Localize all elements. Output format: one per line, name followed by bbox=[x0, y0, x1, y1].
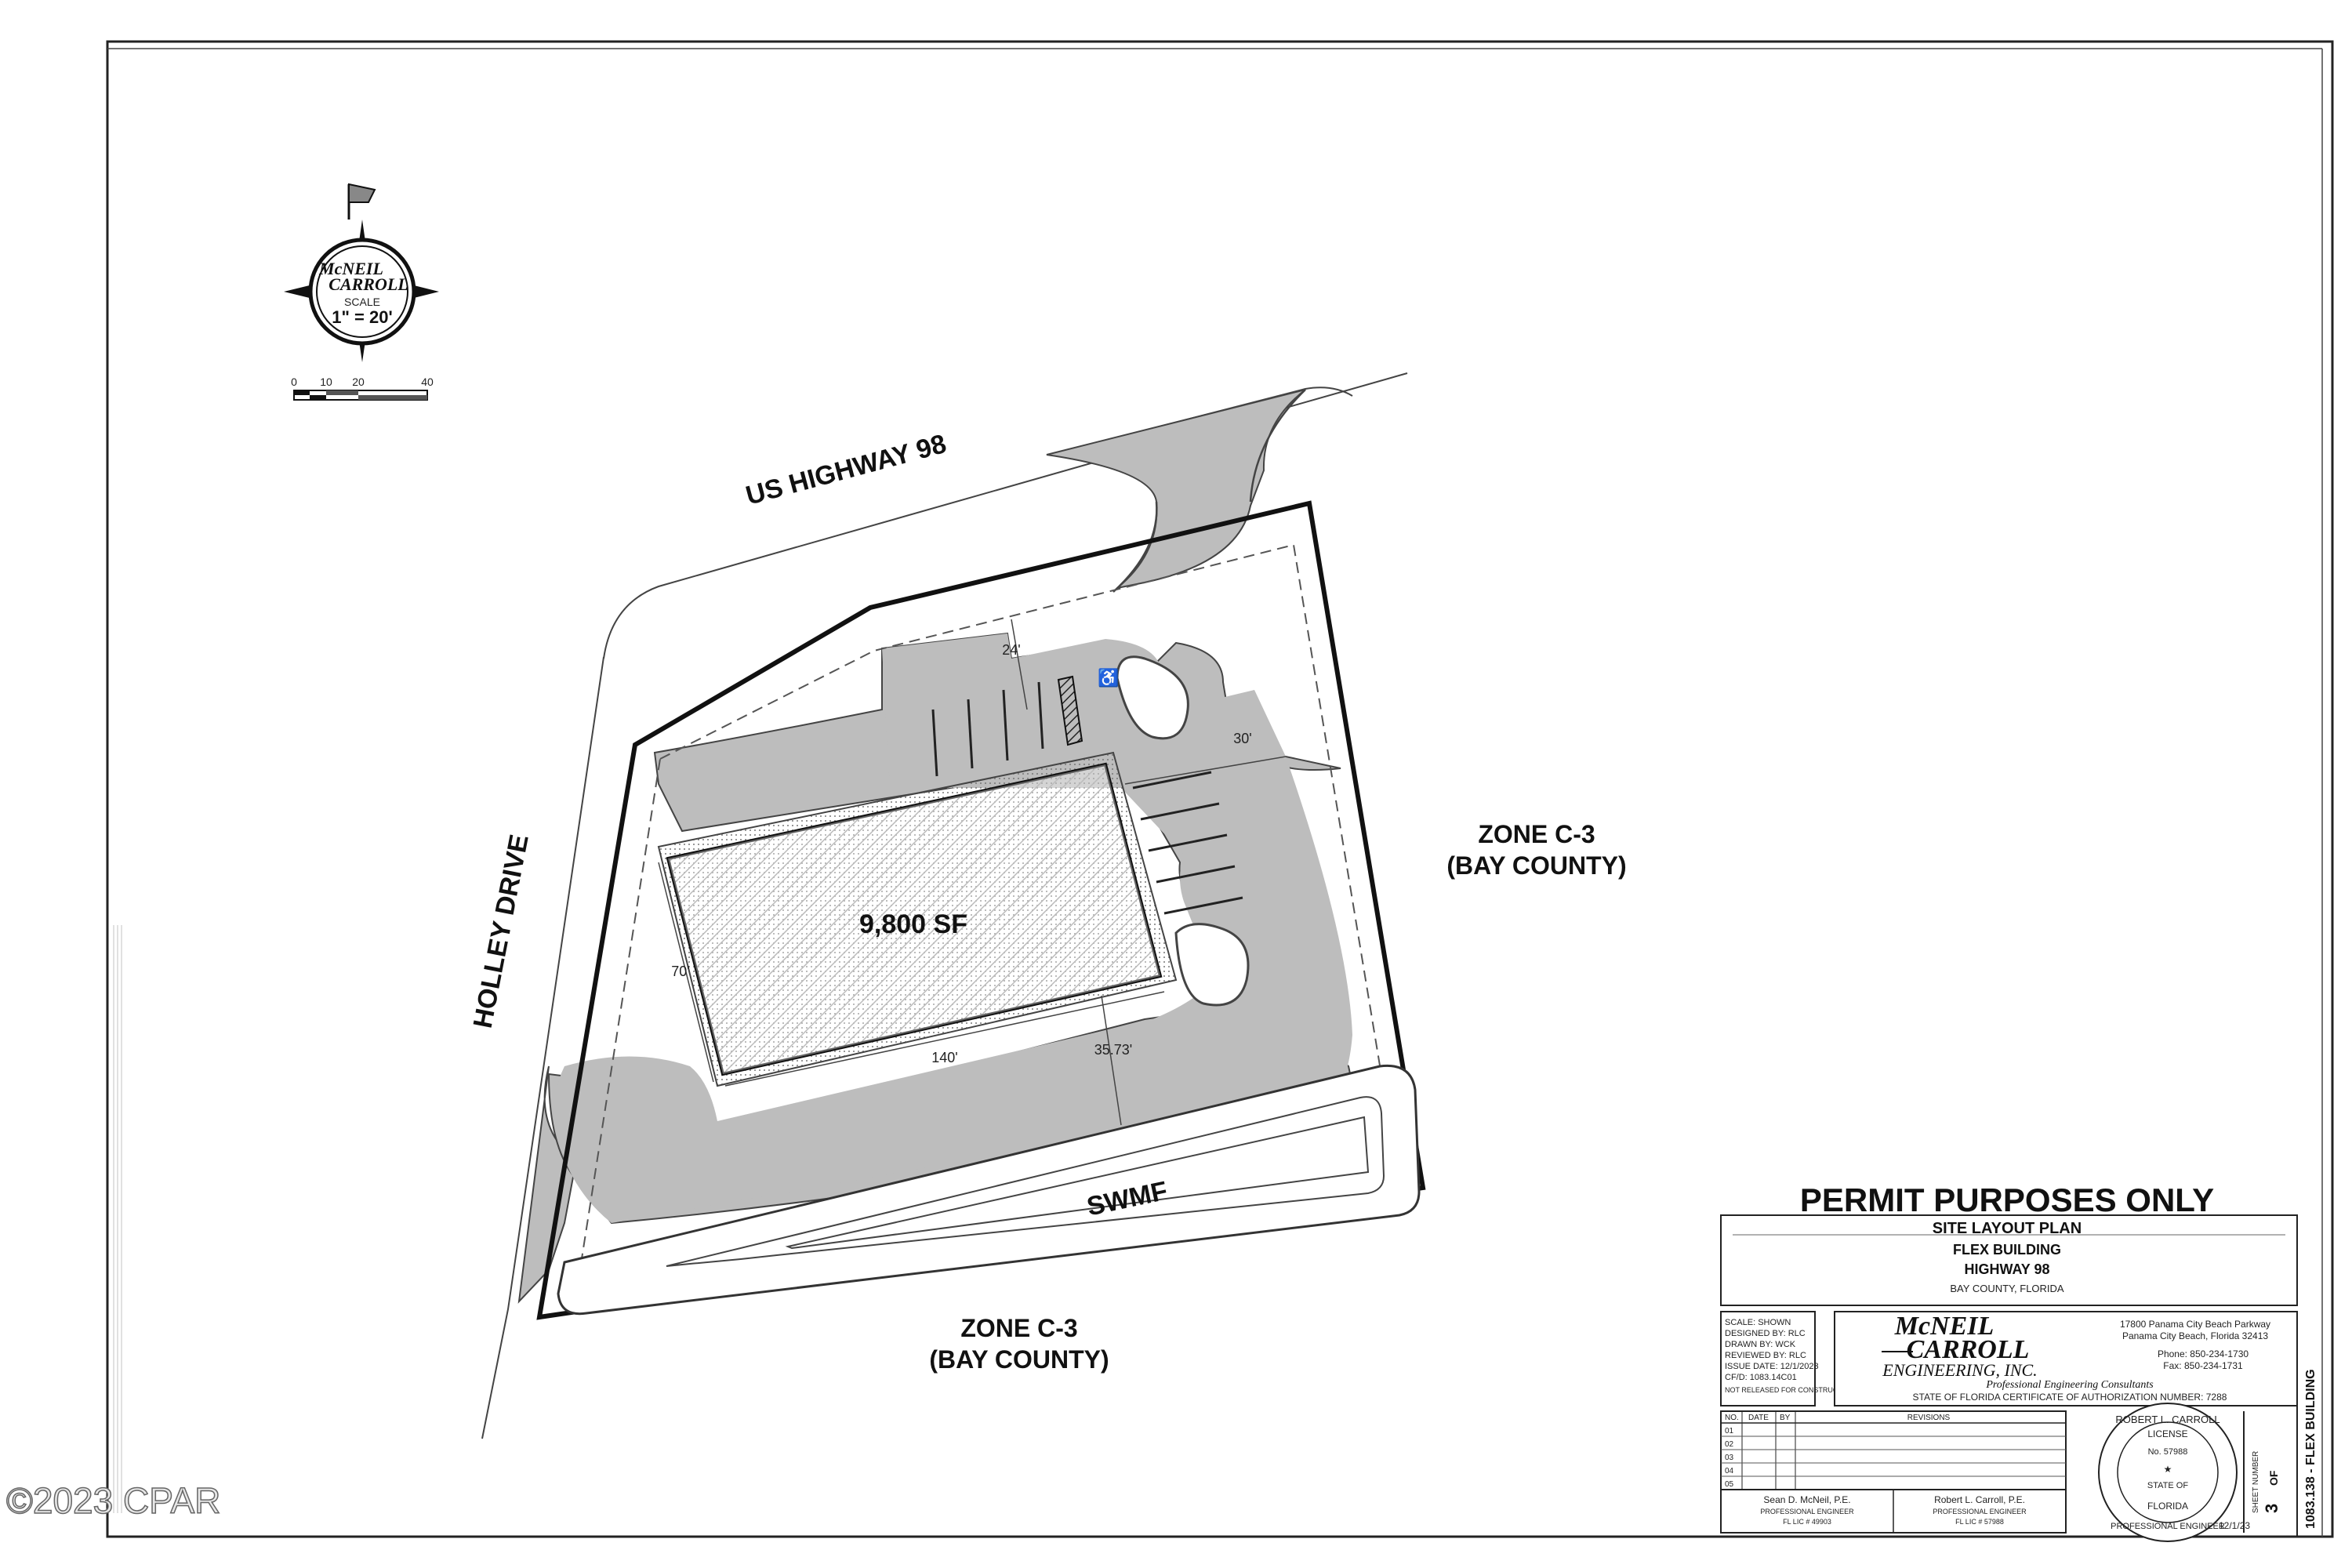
building-footprint bbox=[666, 762, 1163, 1076]
project-name: FLEX BUILDING bbox=[1953, 1242, 2061, 1258]
firm-line2: CARROLL bbox=[1907, 1335, 2030, 1364]
west-driveway bbox=[517, 1065, 578, 1304]
road-label-holley-drive: HOLLEY DRIVE bbox=[468, 832, 535, 1030]
margin-disclaimer bbox=[113, 925, 122, 1513]
rev-number-03: 03 bbox=[1725, 1454, 1734, 1462]
firm-address-2: Panama City Beach, Florida 32413 bbox=[2122, 1330, 2268, 1341]
highway-98-edge bbox=[603, 372, 1408, 659]
sheet-number: 3 bbox=[2262, 1504, 2281, 1513]
rev-header-by: BY bbox=[1780, 1414, 1791, 1422]
north-arrow-scale: McNEIL CARROLL SCALE 1" = 20' 0 10 20 40 bbox=[284, 183, 439, 401]
info-row-3: REVIEWED BY: RLC bbox=[1725, 1351, 1806, 1360]
engineer1-title: PROFESSIONAL ENGINEER bbox=[1760, 1508, 1854, 1515]
engineer1-name: Sean D. McNeil, P.E. bbox=[1763, 1494, 1850, 1505]
firm-box bbox=[1834, 1311, 2298, 1406]
rev-number-05: 05 bbox=[1725, 1480, 1734, 1489]
parking-stripes-east bbox=[1132, 771, 1243, 915]
scale-logo-line2: CARROLL bbox=[328, 274, 408, 294]
location-county: BAY COUNTY, FLORIDA bbox=[1950, 1283, 2064, 1294]
scale-tick-10: 10 bbox=[320, 376, 332, 388]
firm-phone: Phone: 850-234-1730 bbox=[2158, 1348, 2249, 1359]
engineer2-name: Robert L. Carroll, P.E. bbox=[1934, 1494, 2025, 1505]
scale-logo-line1: McNEIL bbox=[318, 259, 383, 278]
rev-number-04: 04 bbox=[1725, 1467, 1734, 1475]
info-row-0: SCALE: SHOWN bbox=[1725, 1318, 1791, 1327]
parking-stripes-north bbox=[931, 681, 1044, 777]
scale-tick-20: 20 bbox=[352, 376, 365, 388]
sheet-title: SITE LAYOUT PLAN bbox=[1933, 1220, 2082, 1237]
site-plan: ♿ US HIGHWAY 98 HOLLEY DRIVE ZONE C-3 (B… bbox=[468, 372, 1627, 1439]
accessible-stall bbox=[1057, 675, 1083, 746]
sheet-title-box bbox=[1720, 1214, 2298, 1306]
job-tag: 1083.138 - FLEX BUILDING bbox=[2304, 1369, 2318, 1529]
holley-drive-edge bbox=[481, 656, 604, 1439]
seal-bottom: PROFESSIONAL ENGINEER bbox=[2111, 1522, 2225, 1531]
dim-building-length: 140' bbox=[931, 1050, 957, 1065]
title-block: PERMIT PURPOSES ONLY SITE LAYOUT PLAN FL… bbox=[1720, 1181, 2318, 1542]
swmf-pond-outer bbox=[557, 1064, 1421, 1316]
seal-florida: FLORIDA bbox=[2147, 1501, 2188, 1512]
zone-east-line2: (BAY COUNTY) bbox=[1446, 851, 1626, 880]
firm-fax: Fax: 850-234-1731 bbox=[2163, 1360, 2243, 1371]
building-area-label: 9,800 SF bbox=[859, 909, 967, 939]
scale-tick-40: 40 bbox=[421, 376, 434, 388]
zone-south-line1: ZONE C-3 bbox=[960, 1314, 1077, 1342]
firm-line3: ENGINEERING, INC. bbox=[1882, 1360, 2037, 1380]
firm-address-1: 17800 Panama City Beach Parkway bbox=[2120, 1319, 2270, 1330]
info-note: NOT RELEASED FOR CONSTRUCTION bbox=[1725, 1386, 1855, 1394]
scale-tick-0: 0 bbox=[291, 376, 297, 388]
rev-header-revisions: REVISIONS bbox=[1907, 1414, 1951, 1422]
seal-top: ROBERT L. CARROLL bbox=[2115, 1414, 2220, 1425]
dim-east-drive: 30' bbox=[1233, 731, 1251, 746]
seal-number: No. 57988 bbox=[2148, 1447, 2188, 1457]
zone-south-line2: (BAY COUNTY) bbox=[929, 1345, 1109, 1374]
north-island bbox=[1116, 655, 1189, 740]
swmf-pond-inner bbox=[666, 1096, 1385, 1267]
firm-line1: McNEIL bbox=[1894, 1312, 1994, 1341]
seal-star-icon: ★ bbox=[2164, 1464, 2172, 1475]
engineer1-license: FL LIC # 49903 bbox=[1783, 1518, 1831, 1526]
info-row-1: DESIGNED BY: RLC bbox=[1725, 1329, 1806, 1338]
seal-state: STATE OF bbox=[2147, 1481, 2188, 1490]
firm-tagline: Professional Engineering Consultants bbox=[1985, 1379, 2154, 1391]
setback-line bbox=[575, 543, 1397, 1295]
zone-east-line1: ZONE C-3 bbox=[1478, 820, 1595, 848]
seal-date: 12/1/23 bbox=[2219, 1520, 2250, 1531]
rev-header-date: DATE bbox=[1748, 1414, 1769, 1422]
location-road: HIGHWAY 98 bbox=[1964, 1261, 2049, 1277]
rev-number-02: 02 bbox=[1725, 1440, 1734, 1449]
info-row-4: ISSUE DATE: 12/1/2023 bbox=[1725, 1362, 1819, 1371]
accessible-icon: ♿ bbox=[1098, 668, 1119, 688]
sheet-border bbox=[106, 40, 2334, 1538]
scale-label: SCALE bbox=[344, 296, 380, 308]
sheet-number-label: SHEET NUMBER bbox=[2252, 1451, 2260, 1513]
engineer-seal: ROBERT L. CARROLL LICENSE No. 57988 ★ ST… bbox=[2098, 1403, 2238, 1542]
engineer2-license: FL LIC # 57988 bbox=[1955, 1518, 2004, 1526]
rev-number-01: 01 bbox=[1725, 1427, 1734, 1436]
permit-note: PERMIT PURPOSES ONLY bbox=[1800, 1181, 2214, 1218]
copyright-watermark: ©2023 CPAR bbox=[6, 1480, 220, 1521]
scale-ratio: 1" = 20' bbox=[332, 307, 392, 327]
firm-cert: STATE OF FLORIDA CERTIFICATE OF AUTHORIZ… bbox=[1913, 1392, 2227, 1403]
east-island bbox=[1174, 923, 1250, 1007]
dim-building-width: 70' bbox=[671, 964, 689, 979]
info-row-5: CF/D: 1083.14C01 bbox=[1725, 1373, 1797, 1382]
sheet-of: OF bbox=[2267, 1470, 2280, 1486]
dim-south-setback: 35.73' bbox=[1094, 1042, 1132, 1058]
dim-drive-width: 24' bbox=[1002, 642, 1020, 658]
rev-header-no: NO. bbox=[1725, 1414, 1739, 1422]
road-label-highway-98: US HIGHWAY 98 bbox=[742, 429, 949, 511]
info-row-2: DRAWN BY: WCK bbox=[1725, 1340, 1796, 1349]
seal-license: LICENSE bbox=[2147, 1428, 2187, 1439]
info-rows: SCALE: SHOWN DESIGNED BY: RLC DRAWN BY: … bbox=[1725, 1318, 1855, 1394]
property-boundary bbox=[536, 500, 1426, 1320]
engineer2-title: PROFESSIONAL ENGINEER bbox=[1933, 1508, 2027, 1515]
info-box bbox=[1720, 1311, 1816, 1406]
dimension-lines bbox=[658, 619, 1287, 1126]
